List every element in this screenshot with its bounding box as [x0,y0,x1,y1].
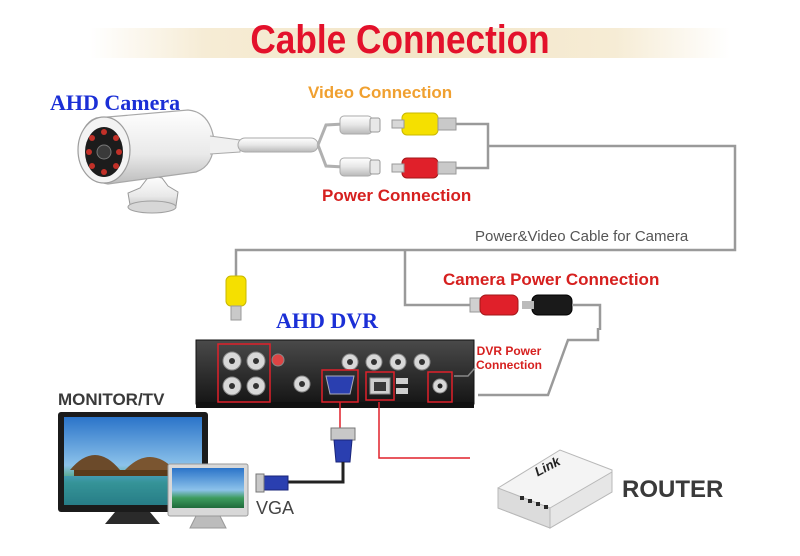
power-connection-label: Power Connection [322,186,472,205]
cable-note-label: Power&Video Cable for Camera [475,228,689,245]
monitor-tv-icon [58,412,249,529]
yellow-video-plug [225,275,247,321]
vga-connector-icon [255,402,356,493]
router-icon [497,449,613,529]
monitor-label: MONITOR/TV [58,390,165,409]
dvr-power-label-line2: Connection [476,358,542,372]
ahd-camera-icon [77,109,241,214]
title-band [90,28,730,58]
ahd-dvr-icon [195,339,475,408]
extension-cable [234,112,737,307]
lan-to-router-line [378,402,470,459]
router-label: ROUTER [622,476,724,503]
dvr-label: AHD DVR [276,308,379,333]
dvr-power-label-line1: DVR Power [476,344,542,358]
vga-label: VGA [256,498,295,518]
camera-cable [237,115,381,177]
dvr-power-label: DVR Power Connection [476,344,542,372]
camera-power-connection-label: Camera Power Connection [443,270,660,289]
page-title: Cable Connection [250,18,550,62]
camera-label: AHD Camera [50,90,181,115]
camera-power-plugs [469,294,602,330]
video-connection-label: Video Connection [308,83,453,102]
dvr-power-cable [454,328,600,397]
